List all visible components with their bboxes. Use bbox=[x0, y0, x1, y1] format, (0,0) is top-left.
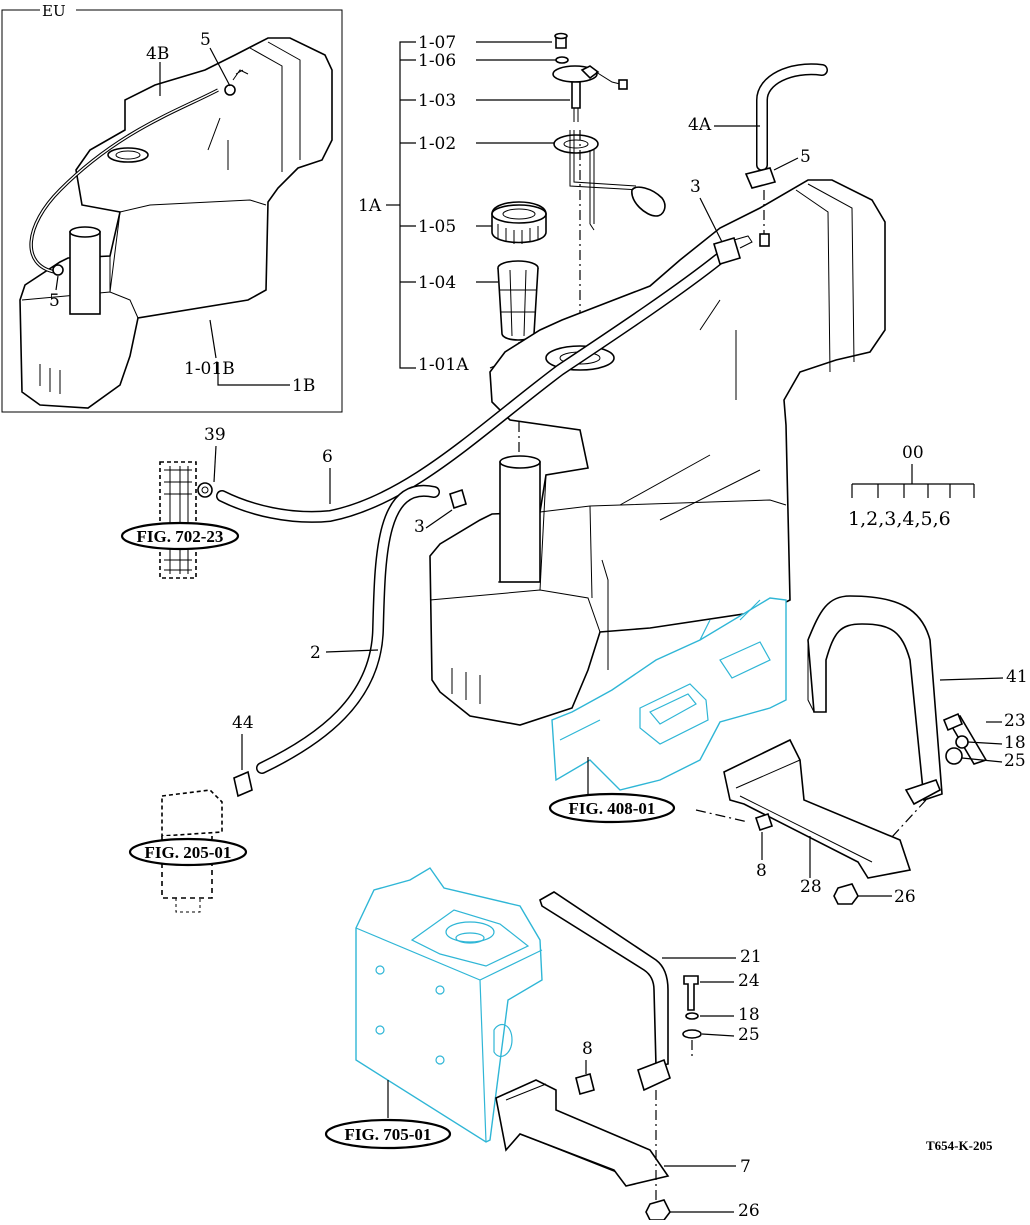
callout-1-07: 1-07 bbox=[418, 33, 456, 53]
callout-44: 44 bbox=[232, 713, 254, 733]
callout-26-lower: 26 bbox=[738, 1201, 760, 1220]
callout-1-03: 1-03 bbox=[418, 91, 456, 111]
drawing-code: T654-K-205 bbox=[926, 1138, 993, 1153]
hose-4A: 4A 5 bbox=[688, 63, 828, 247]
callout-21: 21 bbox=[740, 947, 762, 967]
ref-fig-408-01[interactable]: FIG. 408-01 bbox=[569, 799, 656, 818]
ref-fig-205-01[interactable]: FIG. 205-01 bbox=[145, 843, 232, 862]
variant-legend: 00 1,2,3,4,5,6 bbox=[848, 443, 975, 530]
callout-4A: 4A bbox=[688, 115, 712, 135]
callout-7: 7 bbox=[740, 1157, 751, 1177]
callout-1-05: 1-05 bbox=[418, 217, 456, 237]
callout-23: 23 bbox=[1004, 711, 1026, 731]
engine-ref-408: FIG. 408-01 bbox=[548, 597, 787, 824]
callout-1-04: 1-04 bbox=[418, 273, 456, 293]
ref-fig-205-01-badge[interactable] bbox=[128, 837, 248, 867]
fuel-filter-ref: 44 FIG. 205-01 bbox=[128, 713, 254, 913]
upper-strap-assembly: 41 23 18 25 28 8 26 bbox=[695, 595, 1028, 907]
lower-strap-assembly: 21 24 18 25 8 7 26 bbox=[495, 891, 762, 1221]
callout-24: 24 bbox=[738, 971, 760, 991]
fuel-tank-main bbox=[429, 179, 886, 726]
ref-fig-705-01-badge[interactable] bbox=[324, 1118, 452, 1150]
inset-callouts: 4B 5 5 1-01B 1B bbox=[49, 30, 315, 396]
hose-2: 3 2 bbox=[256, 484, 467, 774]
eu-inset: EU 4B 5 5 1-0 bbox=[1, 2, 343, 413]
callout-1A: 1A bbox=[358, 196, 382, 216]
transmission-ref-705: FIG. 705-01 bbox=[324, 867, 543, 1150]
callout-8-lower: 8 bbox=[582, 1039, 593, 1059]
callout-1-06: 1-06 bbox=[418, 51, 456, 71]
callout-4B: 4B bbox=[146, 44, 169, 64]
hose-6: 3 6 bbox=[216, 177, 753, 523]
inset-tank bbox=[19, 37, 333, 409]
callout-41: 41 bbox=[1006, 667, 1028, 687]
ref-fig-702-23-badge[interactable] bbox=[120, 521, 240, 551]
callout-5-main: 5 bbox=[800, 147, 811, 167]
callout-6: 6 bbox=[322, 447, 333, 467]
callout-18-upper: 18 bbox=[1004, 733, 1026, 753]
ref-fig-408-01-badge[interactable] bbox=[548, 792, 676, 824]
callout-1-02: 1-02 bbox=[418, 134, 456, 154]
callout-25-upper: 25 bbox=[1004, 751, 1026, 771]
ref-fig-702-23[interactable]: FIG. 702-23 bbox=[137, 527, 224, 546]
callout-5-inset-bottom: 5 bbox=[49, 291, 60, 311]
callout-26-upper: 26 bbox=[894, 887, 916, 907]
callout-2: 2 bbox=[310, 643, 321, 663]
kit-1A-bracket: 1A 1-07 1-06 1-03 1-02 1-05 1-04 1-01A bbox=[358, 33, 570, 375]
callout-28: 28 bbox=[800, 877, 822, 897]
callout-3-top: 3 bbox=[690, 177, 701, 197]
callout-25-lower: 25 bbox=[738, 1025, 760, 1045]
callout-3-mid: 3 bbox=[414, 517, 425, 537]
ref-fig-705-01[interactable]: FIG. 705-01 bbox=[345, 1125, 432, 1144]
inset-label-eu: EU bbox=[42, 2, 66, 20]
callout-5-inset-top: 5 bbox=[200, 30, 211, 50]
legend-code: 00 bbox=[902, 443, 924, 463]
callout-18-lower: 18 bbox=[738, 1005, 760, 1025]
fuel-cooler-ref: 39 FIG. 702-23 bbox=[120, 425, 240, 579]
callout-1-01A: 1-01A bbox=[418, 355, 469, 375]
legend-variants: 1,2,3,4,5,6 bbox=[848, 508, 951, 530]
callout-39: 39 bbox=[204, 425, 226, 445]
callout-8-upper: 8 bbox=[756, 861, 767, 881]
sender-parts bbox=[491, 32, 666, 460]
callout-1B: 1B bbox=[292, 376, 315, 396]
callout-1-01B: 1-01B bbox=[184, 359, 235, 379]
